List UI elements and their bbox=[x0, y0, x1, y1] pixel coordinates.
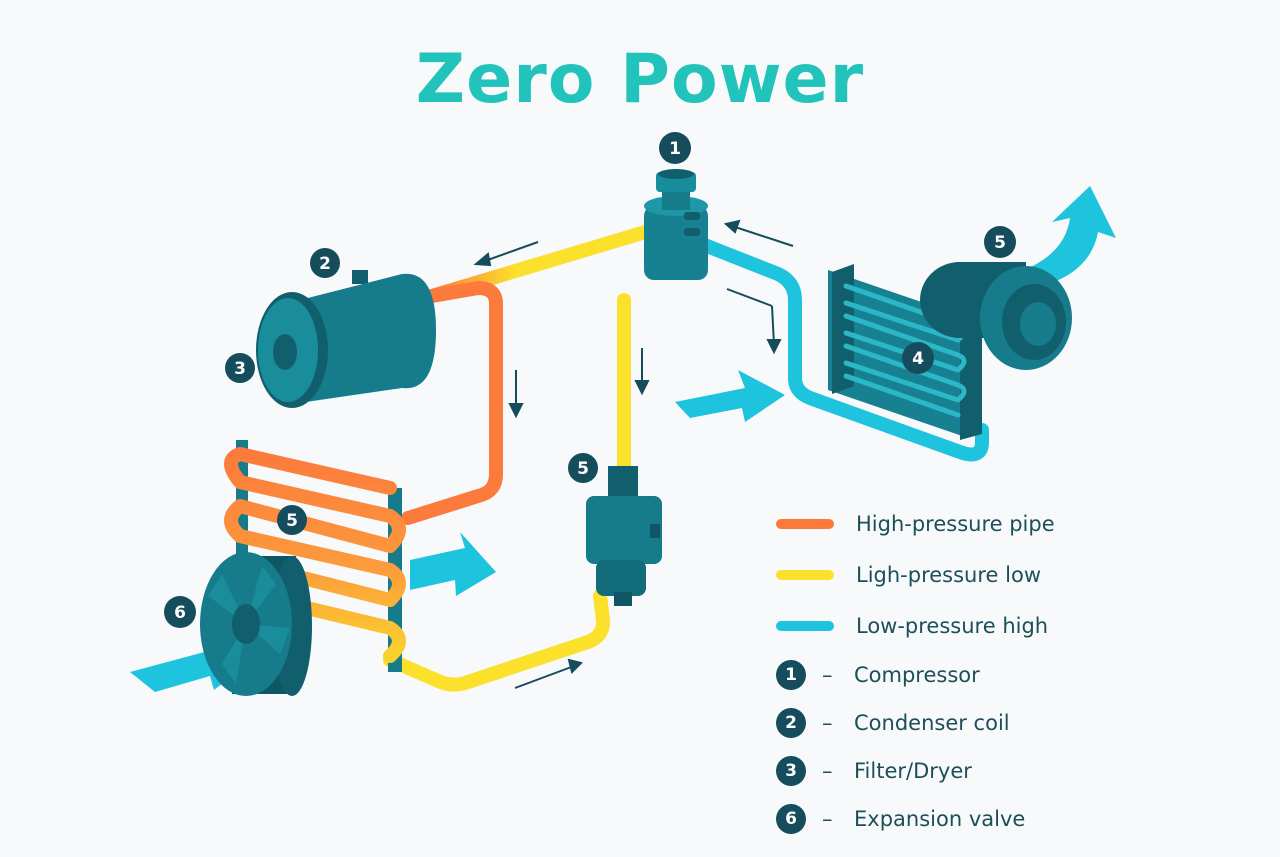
legend-label-low-pressure-blue: Low-pressure high bbox=[856, 613, 1049, 638]
legend-number-condenser-coil: 2 bbox=[776, 708, 806, 738]
legend-dash: – bbox=[822, 711, 833, 735]
low-pressure-yellow-bottom-pipe bbox=[383, 589, 611, 692]
legend-dash: – bbox=[822, 807, 833, 831]
badge-expansion-valve: 6 bbox=[164, 596, 196, 628]
badge-condenser-label: 2 bbox=[319, 254, 331, 274]
page-title: Zero Power bbox=[415, 40, 865, 119]
high-pressure-down-pipe bbox=[401, 281, 503, 525]
badge-blower-label: 5 bbox=[994, 233, 1006, 253]
legend-number-compressor: 1 bbox=[776, 660, 806, 690]
legend-item-high-pressure: High-pressure pipe bbox=[776, 498, 1256, 549]
badge-expansion-valve-label: 6 bbox=[174, 603, 186, 623]
legend-label-compressor: Compressor bbox=[854, 663, 980, 687]
legend-item-expansion-valve: 6 – Expansion valve bbox=[776, 795, 1256, 843]
legend-item-filter-dryer: 3 – Filter/Dryer bbox=[776, 747, 1256, 795]
badge-left-coil-label: 5 bbox=[286, 511, 298, 531]
condenser-coil-component bbox=[256, 270, 436, 408]
legend-item-low-pressure-yellow: Ligh-pressure low bbox=[776, 549, 1256, 600]
badge-compressor: 1 bbox=[659, 132, 691, 164]
legend-label-low-pressure-yellow: Ligh-pressure low bbox=[856, 562, 1041, 587]
badge-left-coil: 5 bbox=[277, 505, 307, 535]
legend-dash: – bbox=[822, 759, 833, 783]
flow-direction-arrows bbox=[473, 219, 794, 689]
badge-filter-dryer: 3 bbox=[225, 353, 255, 383]
legend-dash: – bbox=[822, 663, 833, 687]
badge-filter-center: 5 bbox=[568, 453, 598, 483]
blower-fan-component bbox=[920, 262, 1072, 370]
legend-swatch-low-pressure-blue bbox=[776, 620, 834, 631]
low-pressure-blue-pipe bbox=[695, 237, 989, 462]
legend-label-high-pressure: High-pressure pipe bbox=[856, 511, 1055, 536]
legend-item-low-pressure-blue: Low-pressure high bbox=[776, 600, 1256, 651]
badge-evaporator: 4 bbox=[902, 342, 934, 374]
compressor-component bbox=[644, 169, 708, 280]
legend-swatch-low-pressure-yellow bbox=[776, 569, 834, 580]
expansion-valve-component bbox=[200, 552, 312, 696]
badge-filter-center-label: 5 bbox=[577, 459, 589, 479]
legend-swatch-high-pressure bbox=[776, 518, 834, 529]
badge-filter-dryer-label: 3 bbox=[234, 359, 246, 379]
legend: High-pressure pipe Ligh-pressure low Low… bbox=[776, 498, 1256, 843]
legend-label-condenser-coil: Condenser coil bbox=[854, 711, 1010, 735]
legend-number-expansion-valve: 6 bbox=[776, 804, 806, 834]
filter-dryer-component bbox=[586, 466, 662, 606]
legend-item-compressor: 1 – Compressor bbox=[776, 651, 1256, 699]
badge-condenser: 2 bbox=[310, 248, 340, 278]
legend-label-expansion-valve: Expansion valve bbox=[854, 807, 1026, 831]
legend-label-filter-dryer: Filter/Dryer bbox=[854, 759, 972, 783]
badge-blower: 5 bbox=[984, 226, 1016, 258]
legend-number-filter-dryer: 3 bbox=[776, 756, 806, 786]
airflow-arrow-center bbox=[410, 532, 496, 596]
badge-compressor-label: 1 bbox=[669, 139, 681, 159]
airflow-arrow-right bbox=[675, 370, 785, 422]
legend-item-condenser-coil: 2 – Condenser coil bbox=[776, 699, 1256, 747]
airflow-arrow-exhaust bbox=[1012, 186, 1116, 290]
badge-evaporator-label: 4 bbox=[912, 349, 924, 369]
